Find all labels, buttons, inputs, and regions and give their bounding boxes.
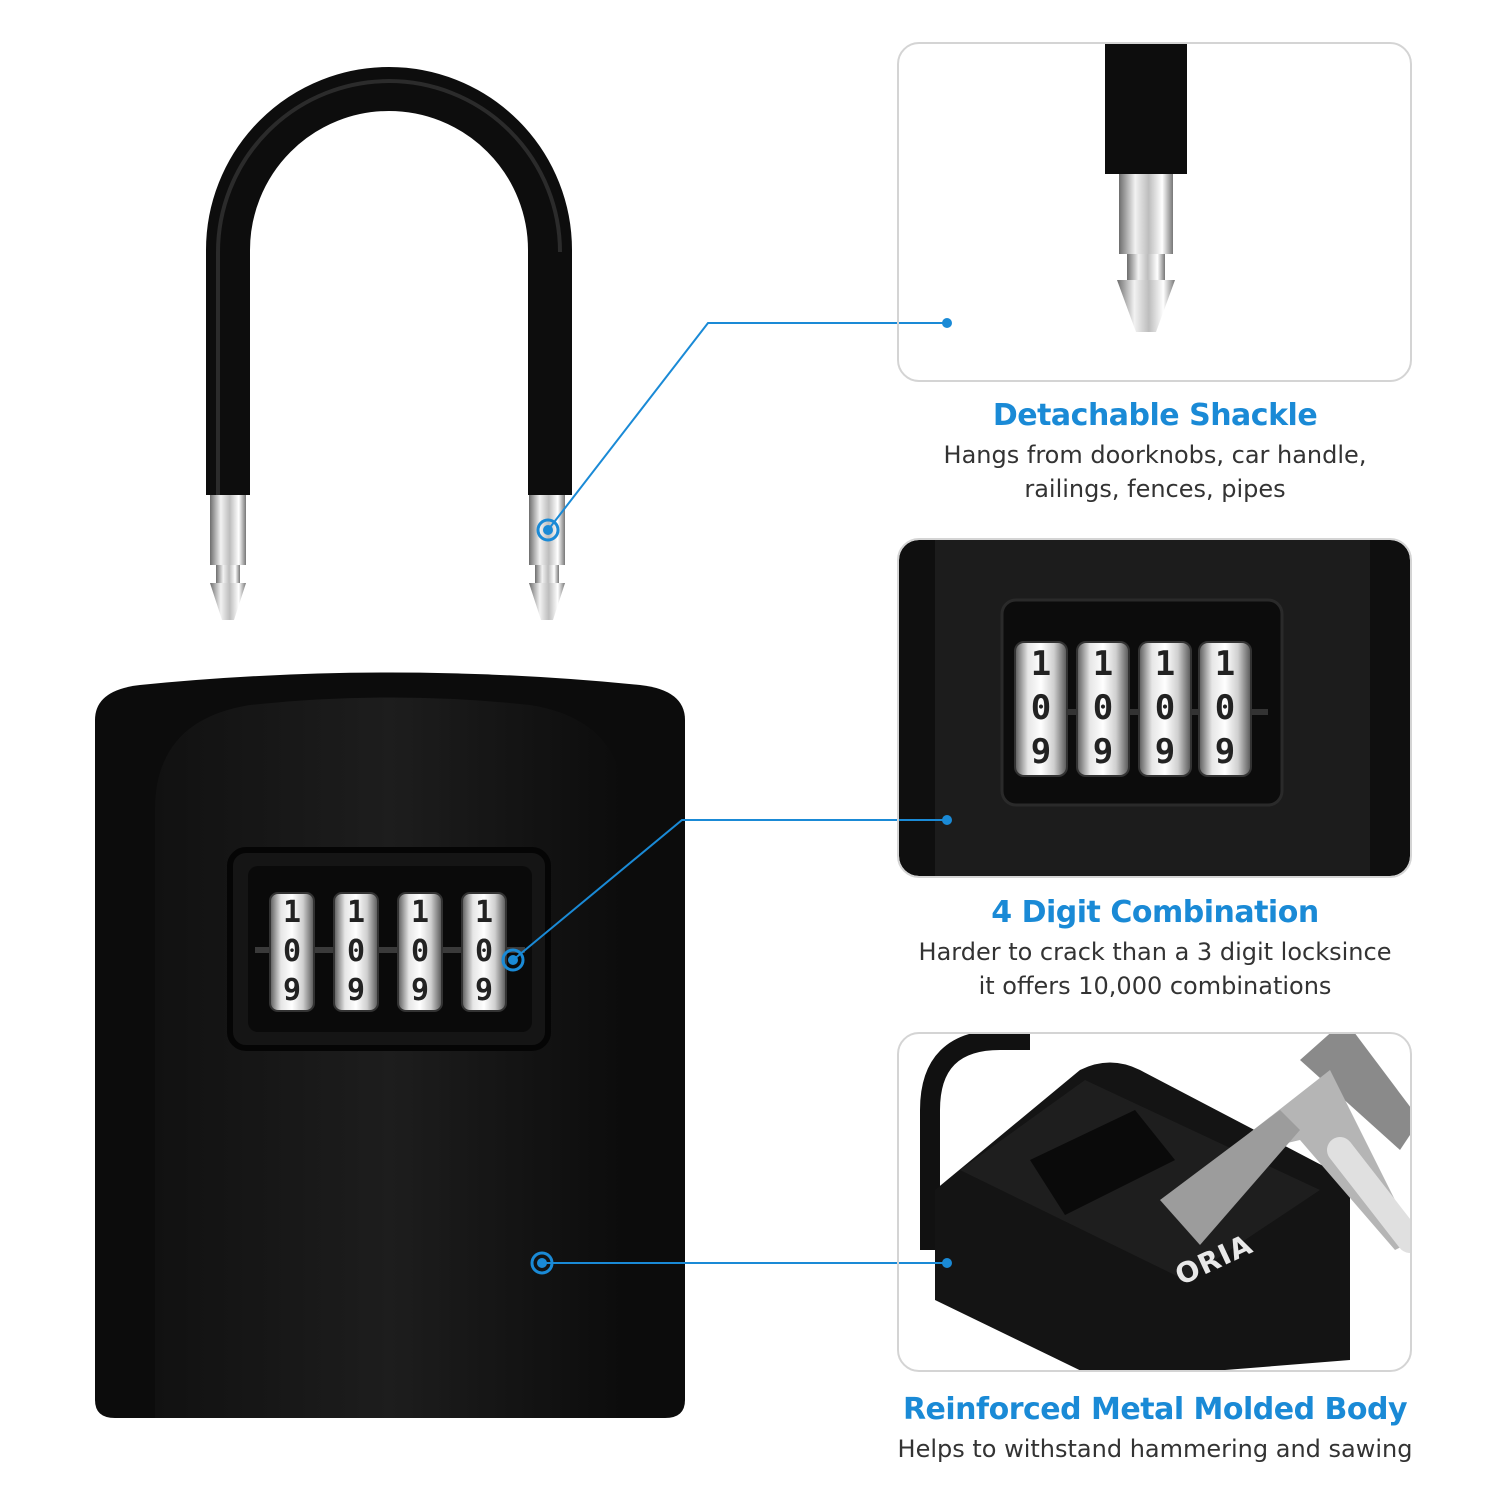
dial-digit-bottom: 9 [1030, 732, 1052, 772]
panel-shackle [897, 42, 1412, 382]
dial-digit-top: 1 [282, 895, 302, 930]
dial-digit-top: 1 [346, 895, 366, 930]
description-line: Helps to withstand hammering and sawing [897, 1435, 1413, 1463]
description-line: it offers 10,000 combinations [978, 972, 1332, 1000]
feature-detachable-shackle: Detachable Shackle Hangs from doorknobs,… [860, 398, 1450, 506]
dial-digit-column: 1 0 9 [334, 893, 378, 1010]
dial-digit-middle: 0 [282, 934, 302, 969]
description-line: Hangs from doorknobs, car handle, [943, 441, 1367, 469]
dial-digit-middle: 0 [1092, 688, 1114, 728]
dial-digit-middle: 0 [1154, 688, 1176, 728]
shackle-pin-closeup [1105, 44, 1187, 332]
dial-digit-column: 1 0 9 [398, 893, 442, 1010]
dial-digit-bottom: 9 [1092, 732, 1114, 772]
feature-description: Helps to withstand hammering and sawing [860, 1432, 1450, 1466]
dial-digit-middle: 0 [346, 934, 366, 969]
dial-digit-bottom: 9 [282, 973, 302, 1008]
callout-markers [501, 318, 952, 1275]
description-line: railings, fences, pipes [1024, 475, 1286, 503]
hammer-test-closeup [920, 1034, 1410, 1370]
closeup-dial-digit-column: 1 0 9 [1077, 642, 1129, 774]
dial-digit-top: 1 [410, 895, 430, 930]
dial-digit-bottom: 9 [1154, 732, 1176, 772]
dial-digit-middle: 0 [1214, 688, 1236, 728]
feature-description: Hangs from doorknobs, car handle, railin… [860, 438, 1450, 506]
feature-title: Detachable Shackle [992, 398, 1318, 433]
panel-dials [897, 538, 1412, 878]
panel-hammer [897, 1032, 1412, 1372]
dial-digit-top: 1 [1154, 644, 1176, 684]
feature-description: Harder to crack than a 3 digit locksince… [860, 935, 1450, 1003]
dial-digit-top: 1 [1092, 644, 1114, 684]
dial-digit-bottom: 9 [346, 973, 366, 1008]
dial-digit-middle: 0 [410, 934, 430, 969]
dial-digit-bottom: 9 [1214, 732, 1236, 772]
dial-digit-middle: 0 [1030, 688, 1052, 728]
feature-4-digit-combination: 4 Digit Combination Harder to crack than… [860, 895, 1450, 1003]
callout-lines [512, 322, 947, 1264]
description-line: Harder to crack than a 3 digit locksince [918, 938, 1392, 966]
dial-digit-top: 1 [474, 895, 494, 930]
feature-title: Reinforced Metal Molded Body [902, 1392, 1408, 1427]
closeup-dial-digit-column: 1 0 9 [1139, 642, 1191, 774]
feature-reinforced-body-text: Reinforced Metal Molded Body Helps to wi… [860, 1392, 1450, 1466]
dial-digit-column: 1 0 9 [270, 893, 314, 1010]
feature-title: 4 Digit Combination [991, 895, 1319, 930]
dial-digit-bottom: 9 [410, 973, 430, 1008]
combination-dials [269, 892, 507, 1012]
dial-digit-column: 1 0 9 [462, 893, 506, 1010]
closeup-dial-digit-column: 1 0 9 [1015, 642, 1067, 774]
dial-digit-bottom: 9 [474, 973, 494, 1008]
lockbox-body [95, 672, 685, 1418]
closeup-dial-digit-column: 1 0 9 [1199, 642, 1251, 774]
dial-digit-top: 1 [1030, 644, 1052, 684]
dial-digit-top: 1 [1214, 644, 1236, 684]
dial-closeup [899, 540, 1410, 876]
shackle [206, 67, 572, 620]
dial-digit-middle: 0 [474, 934, 494, 969]
